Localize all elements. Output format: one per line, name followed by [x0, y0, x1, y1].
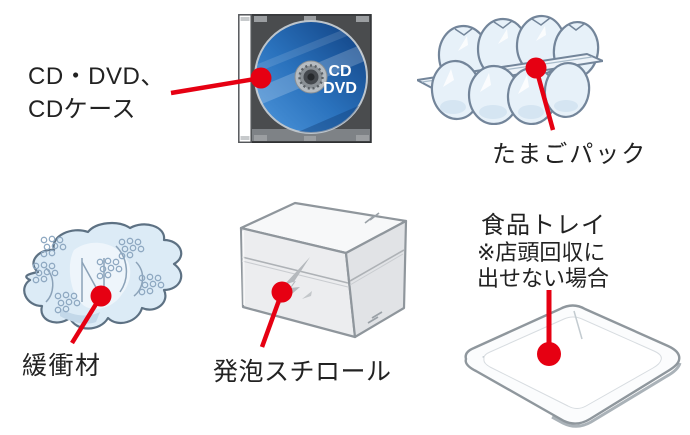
tray-corner-crease [573, 310, 583, 340]
label-food-tray: 食品トレイ [481, 212, 606, 239]
styrofoam-edge-highlight [242, 230, 245, 306]
label-egg-pack: たまごパック [492, 141, 648, 168]
egg-pack-highlights-front [443, 69, 529, 94]
label-food-tray-note: ※店頭回収に 出せない場合 [477, 240, 609, 292]
disc: CD DVD [254, 20, 368, 134]
jewel-case-spine [238, 14, 252, 143]
label-cd-line1: CD・DVD、 [28, 63, 165, 90]
label-cd-line2: CDケース [28, 96, 136, 123]
styrofoam-box-faces [239, 201, 408, 339]
styrofoam-lid-seams [241, 249, 405, 288]
food-tray-icon [464, 304, 682, 428]
label-food-tray-note-line1: ※店頭回収に [477, 240, 606, 265]
tray-floor [483, 316, 662, 409]
styrofoam-box-icon [239, 201, 408, 339]
label-styrofoam: 発泡スチロール [213, 358, 392, 386]
egg-pack-highlights-back [458, 26, 546, 51]
styrofoam-crease-mark [279, 257, 310, 305]
styrofoam-crease-mark-small [302, 291, 312, 299]
label-cushioning: 緩衝材 [22, 352, 102, 380]
disc-hub [294, 60, 328, 94]
disc-label-cd: CD [328, 63, 351, 80]
label-cd-dvd-case: CD・DVD、 CDケース [28, 60, 165, 126]
styrofoam-tick-marks [364, 212, 383, 324]
label-food-tray-note-line2: 出せない場合 [477, 266, 610, 291]
tray-wall-edge [551, 362, 682, 428]
disc-label-dvd: DVD [323, 80, 357, 97]
egg-pack-creases [454, 17, 585, 36]
bubble-wrap-icon [23, 222, 183, 330]
egg-pack-icon [417, 14, 603, 125]
cd-case-icon: CD DVD [238, 14, 372, 143]
